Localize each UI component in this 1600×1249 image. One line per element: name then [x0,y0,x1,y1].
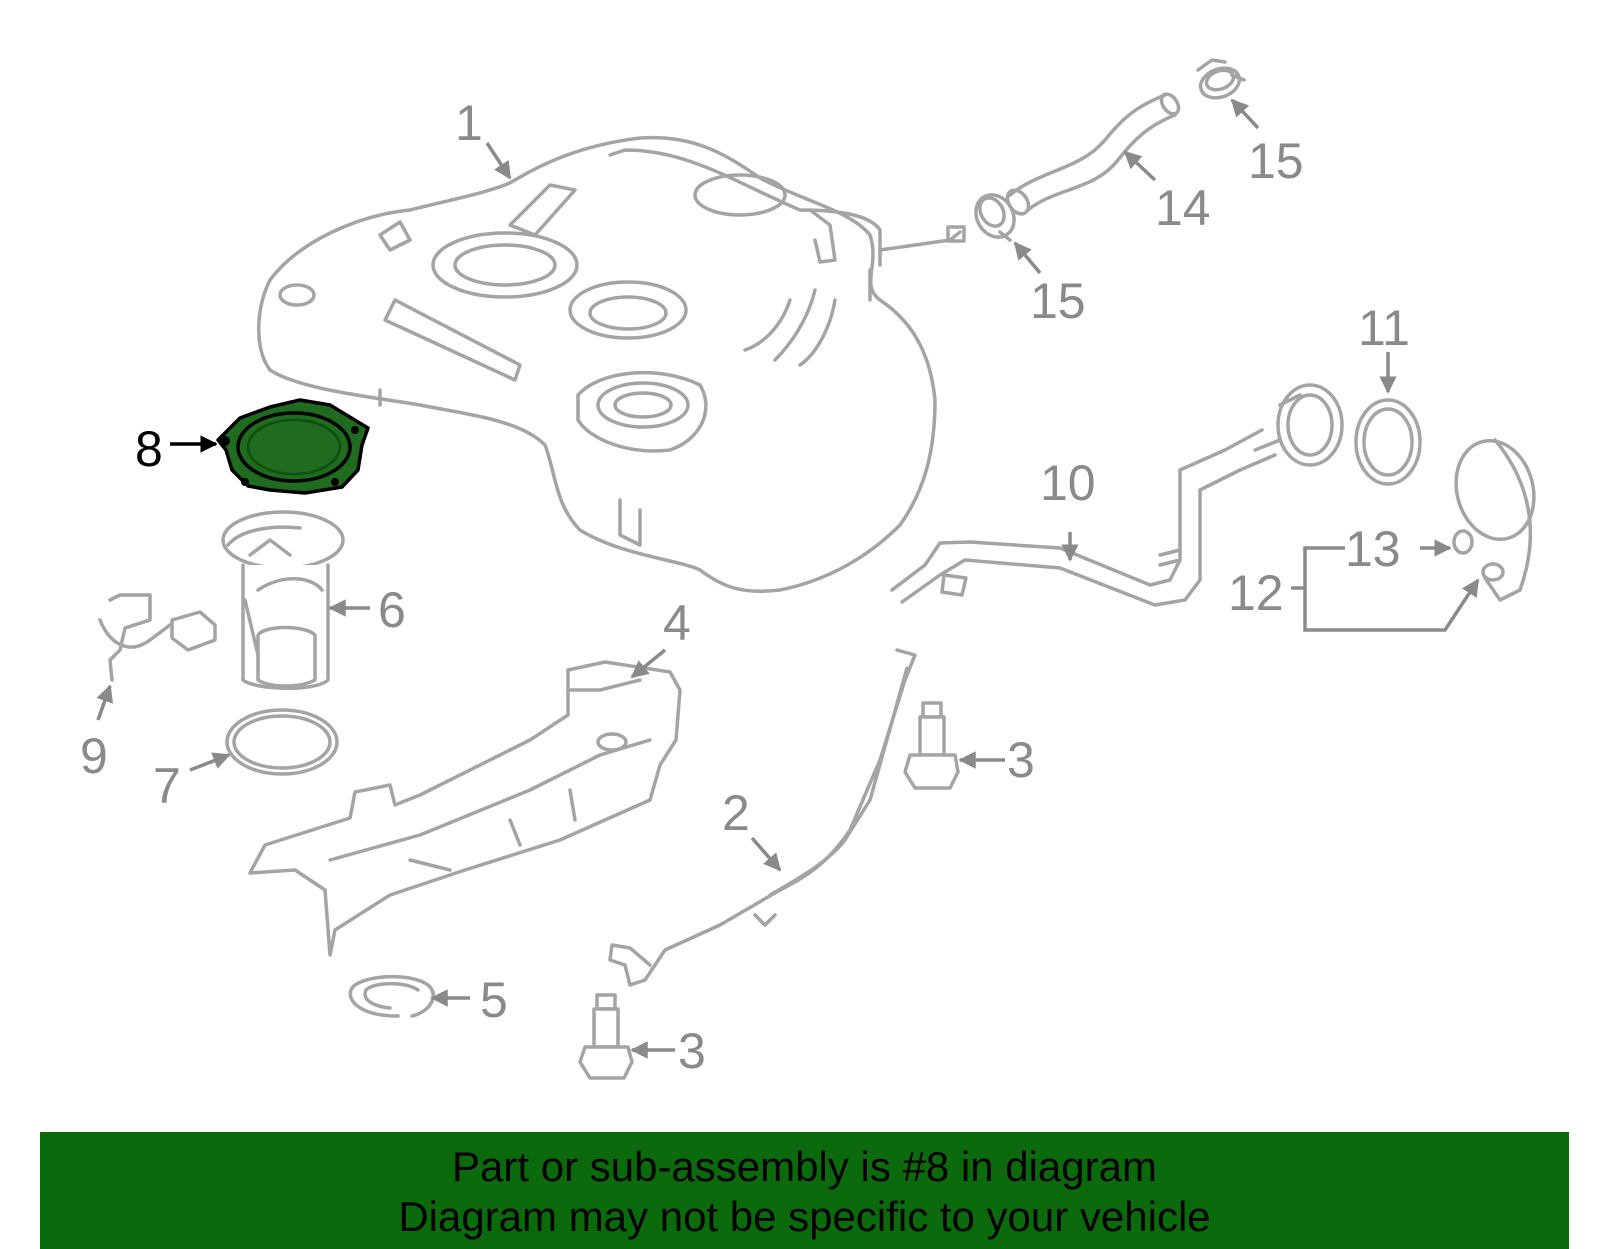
filler-neck-part[interactable] [890,383,1344,607]
cap-tether-ring-part[interactable] [1452,529,1474,555]
retaining-clip-part[interactable] [348,974,435,1018]
callout-13: 13 [1345,521,1401,577]
callout-15-lower: 15 [1030,273,1086,329]
callout-12-bracket [1303,546,1480,632]
hose-clamp-lower-part[interactable] [968,188,1021,244]
parts-diagram: 1 2 3 3 4 5 6 7 8 9 10 11 12 13 14 15 15 [80,58,1544,1080]
heat-shield-part[interactable] [248,660,682,957]
callout-7: 7 [153,758,181,814]
callout-8: 8 [135,421,163,477]
tank-bolt-upper-part[interactable] [903,701,960,790]
fuel-tank-part[interactable] [257,135,966,594]
tank-strap-part[interactable] [608,648,917,987]
banner-line-disclaimer: Diagram may not be specific to your vehi… [398,1193,1211,1240]
hose-clamp-upper-part[interactable] [1196,58,1246,103]
callout-3-upper: 3 [1007,732,1035,788]
filler-hose-part[interactable] [1003,91,1182,218]
fuel-pump-module-part[interactable] [221,510,345,690]
info-banner: Part or sub-assembly is #8 in diagram Di… [40,1132,1569,1249]
tank-bolt-lower-part[interactable] [578,993,634,1080]
fuel-cap-part[interactable] [1445,432,1544,602]
callout-15-upper: 15 [1248,133,1304,189]
callout-10: 10 [1040,455,1096,511]
leader-arrows [96,98,1452,1059]
callout-3-lower: 3 [678,1023,706,1079]
banner-line-part-number: Part or sub-assembly is #8 in diagram [452,1143,1157,1190]
fuel-pump-lock-ring-part[interactable] [216,398,370,495]
callout-12: 12 [1228,565,1284,621]
callout-14: 14 [1155,180,1211,236]
callout-6: 6 [378,582,406,638]
pump-gasket-ring-part[interactable] [225,708,339,776]
wiring-harness-part[interactable] [98,593,217,682]
callout-11: 11 [1358,300,1410,356]
filler-gasket-part[interactable] [1354,398,1422,486]
callout-9: 9 [80,728,108,784]
callout-5: 5 [480,972,508,1028]
callout-2: 2 [722,785,750,841]
callout-4: 4 [663,595,691,651]
callout-1: 1 [455,95,483,151]
